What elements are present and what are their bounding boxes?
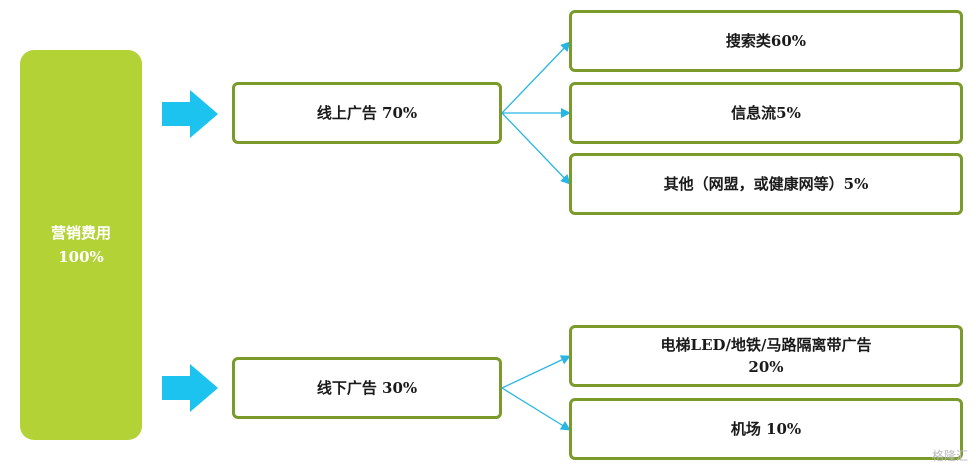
watermark: 格隆汇 [931, 449, 968, 463]
branch-offline-label: 线下广告 30% [316, 379, 418, 397]
arrow-right-icon [162, 90, 218, 138]
leaf-other: 其他（网盟，或健康网等）5% [569, 153, 963, 215]
leaf-elevator-value: 20% [748, 358, 784, 376]
leaf-airport-label: 机场 10% [730, 420, 802, 438]
branch-online: 线上广告 70% [232, 82, 502, 144]
root-node: 营销费用 100% [20, 50, 142, 440]
arrow-right-icon [162, 364, 218, 412]
root-label: 营销费用 [50, 224, 111, 242]
branch-online-label: 线上广告 70% [316, 104, 418, 122]
leaf-feed-label: 信息流5% [731, 104, 801, 122]
connector-offline-elevator [501, 355, 571, 389]
connector-offline-airport [501, 387, 571, 431]
leaf-feed: 信息流5% [569, 82, 963, 144]
leaf-airport: 机场 10% [569, 398, 963, 460]
leaf-other-label: 其他（网盟，或健康网等）5% [663, 175, 869, 193]
connector-online-search [501, 41, 571, 114]
branch-offline: 线下广告 30% [232, 357, 502, 419]
leaf-elevator: 电梯LED/地铁/马路隔离带广告 20% [569, 325, 963, 387]
connector-online-other [501, 112, 571, 185]
leaf-search: 搜索类60% [569, 10, 963, 72]
root-value: 100% [58, 248, 104, 266]
leaf-elevator-label: 电梯LED/地铁/马路隔离带广告 [660, 336, 872, 354]
leaf-search-label: 搜索类60% [725, 32, 807, 50]
